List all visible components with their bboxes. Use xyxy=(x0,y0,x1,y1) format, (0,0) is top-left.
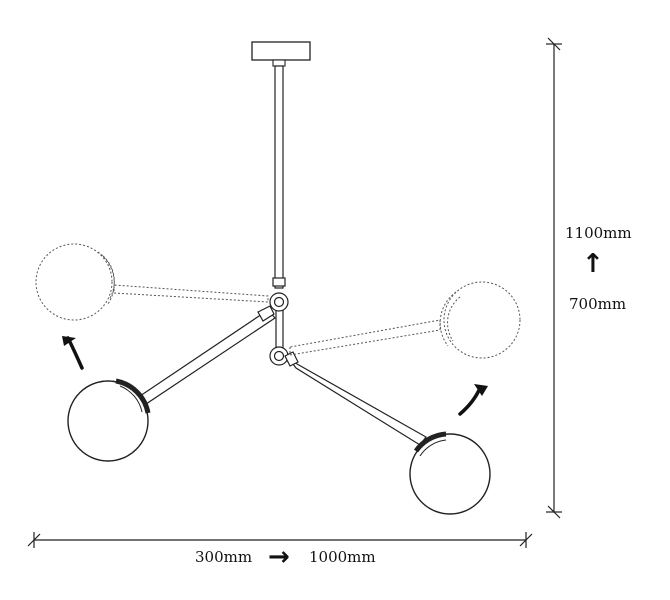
curved-rotate-arrow-head-right xyxy=(474,384,488,396)
right-arm-raised-ghost xyxy=(289,281,521,359)
ceiling-canopy xyxy=(251,41,311,61)
curved-rotate-arrow-icon xyxy=(458,386,482,416)
left-globe xyxy=(67,378,151,462)
upper-joint xyxy=(269,292,289,312)
height-min-label: 700mm xyxy=(569,295,627,313)
up-arrow-icon: ↑ xyxy=(582,249,604,279)
left-arm xyxy=(139,305,276,405)
right-globe xyxy=(409,431,491,515)
width-dimension-line xyxy=(27,532,533,548)
width-min-label: 300mm xyxy=(195,548,253,566)
width-max-label: 1000mm xyxy=(309,548,376,566)
curved-rotate-arrow-icon xyxy=(66,336,84,370)
canopy-collar xyxy=(272,59,286,67)
right-arrow-icon: → xyxy=(268,542,290,572)
curved-rotate-arrow-head-left xyxy=(62,336,76,346)
height-max-label: 1100mm xyxy=(565,224,632,242)
height-dimension-line xyxy=(546,37,562,519)
left-arm-raised-ghost xyxy=(35,243,269,321)
central-stem xyxy=(272,65,286,353)
right-arm xyxy=(284,351,427,446)
